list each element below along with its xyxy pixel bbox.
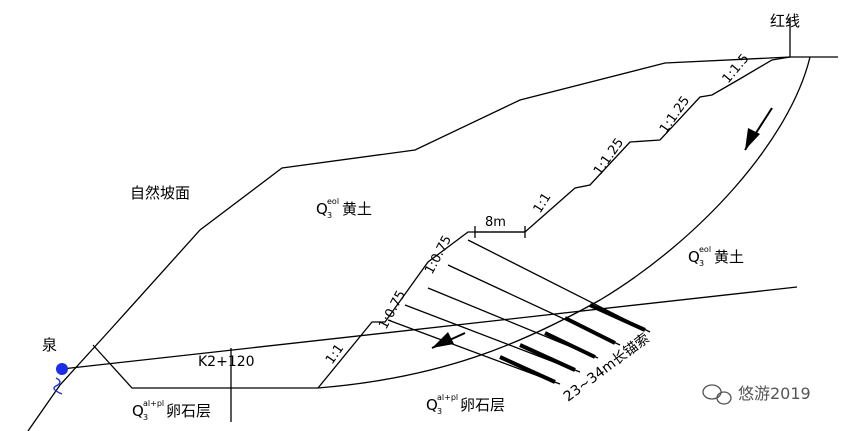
red-line-label: 红线: [770, 12, 800, 30]
slope-ratio-labels: 1:1.5 1:1.25 1:1.25 1:1 1:0.75 1:0.75 1:…: [323, 51, 752, 367]
wechat-icon: [702, 384, 732, 405]
soil-sub: 3: [143, 413, 148, 422]
soil-name: 黄土: [714, 248, 744, 266]
soil-sup: eol: [327, 197, 339, 206]
anchor-cables: [387, 239, 651, 385]
natural-slope-label: 自然坡面: [130, 184, 190, 202]
bench-width-label: 8m: [485, 215, 506, 230]
anchor-bond: [519, 343, 576, 372]
anchor-bond: [589, 303, 646, 332]
soil-symbol: Q: [426, 396, 438, 414]
left-pebble-label: Q 3 al+pl 卵石层: [132, 399, 211, 422]
right-loess-label: Q 3 eol 黄土: [688, 245, 744, 268]
slope-ratio: 1:1: [531, 190, 555, 216]
pebble-boundary: [61, 286, 798, 370]
spring-flow-icon: [53, 377, 63, 395]
soil-name: 黄土: [342, 200, 372, 218]
anchor-bond: [499, 355, 556, 384]
sliding-surface: [317, 56, 811, 389]
soil-sup: eol: [699, 245, 711, 254]
soil-name: 卵石层: [460, 396, 505, 414]
watermark-text: 悠游2019: [738, 384, 811, 403]
natural-slope-line: [27, 56, 791, 431]
soil-sub: 3: [437, 407, 442, 416]
soil-symbol: Q: [316, 200, 328, 218]
toe-excavation: [92, 344, 318, 389]
soil-sup: al+pl: [143, 399, 164, 408]
soil-sub: 3: [699, 259, 704, 268]
slide-arrow-icon: [431, 332, 466, 349]
watermark: 悠游2019: [702, 384, 811, 405]
upper-loess-label: Q 3 eol 黄土: [316, 197, 372, 220]
soil-symbol: Q: [688, 248, 700, 266]
slope-ratio: 1:1: [323, 342, 347, 368]
excavated-slope: [317, 56, 791, 389]
soil-symbol: Q: [132, 402, 144, 420]
station-label: K2+120: [198, 354, 255, 370]
soil-sup: al+pl: [437, 393, 458, 402]
spring-icon: [56, 363, 68, 375]
slope-ratio: 1:1.25: [591, 136, 627, 179]
soil-sub: 3: [327, 211, 332, 220]
slope-ratio: 1:0.75: [422, 233, 455, 277]
soil-name: 卵石层: [166, 402, 211, 420]
anchor-bond: [544, 331, 596, 359]
anchor-bond: [564, 316, 616, 345]
slope-ratio: 1:0.75: [376, 288, 409, 332]
spring-label: 泉: [42, 336, 57, 354]
slide-arrow-icon: [744, 107, 773, 151]
mid-pebble-label: Q 3 al+pl 卵石层: [426, 393, 505, 416]
slope-ratio: 1:1.25: [657, 94, 693, 137]
